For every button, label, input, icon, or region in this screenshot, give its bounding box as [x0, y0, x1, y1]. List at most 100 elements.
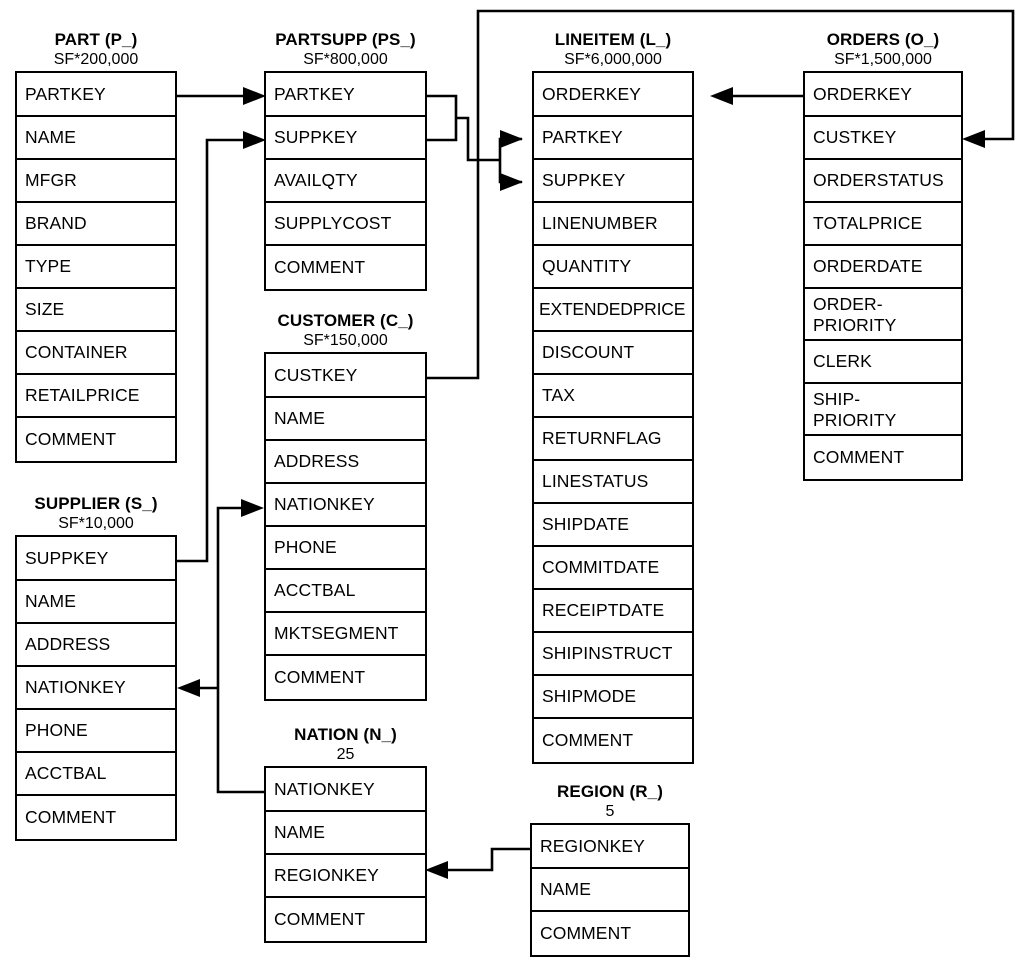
field-part-size: SIZE [17, 289, 175, 332]
field-nation-comment: COMMENT [274, 909, 366, 929]
field-supplier-phone: PHONE [17, 710, 175, 753]
field-part-partkey: PARTKEY [17, 73, 175, 117]
field-orders-comment: COMMENT [813, 447, 905, 467]
field-lineitem-partkey: PARTKEY [534, 117, 692, 160]
field-orders-clerk: CLERK [805, 341, 961, 384]
entity-orders-title: ORDERS (O_) [826, 30, 940, 49]
field-customer-custkey: CUSTKEY [266, 354, 425, 398]
field-lineitem-returnflag: RETURNFLAG [534, 418, 692, 461]
connector-part-to-partsupp [177, 87, 266, 105]
field-orders-orderkey: ORDERKEY [805, 73, 961, 117]
entity-lineitem-cardinality: SF*6,000,000 [564, 51, 662, 68]
field-part-type: TYPE [17, 246, 175, 289]
field-orders-order-priority: ORDER- PRIORITY [805, 289, 961, 341]
field-part-container: CONTAINER [17, 332, 175, 375]
field-customer-address: ADDRESS [266, 441, 425, 484]
field-supplier-nationkey: NATIONKEY [17, 667, 175, 710]
entity-lineitem-title: LINEITEM (L_) [554, 30, 672, 49]
field-lineitem-quantity: QUANTITY [534, 246, 692, 289]
entity-customer-cardinality: SF*150,000 [303, 332, 388, 349]
connector-nation-to-supplier [177, 679, 218, 697]
field-orders-totalprice: TOTALPRICE [805, 203, 961, 246]
field-orders-custkey: CUSTKEY [805, 117, 961, 160]
entity-customer-title: CUSTOMER (C_) [277, 311, 414, 330]
entity-region-title: REGION (R_) [557, 782, 663, 801]
field-nation-regionkey: REGIONKEY [266, 855, 425, 898]
field-lineitem-shipmode: SHIPMODE [534, 676, 692, 719]
field-orders-orderdate: ORDERDATE [805, 246, 961, 289]
field-supplier-name: NAME [17, 581, 175, 624]
entity-lineitem: LINEITEM (L_) SF*6,000,000 ORDERKEY PART… [532, 30, 694, 764]
field-supplier-suppkey: SUPPKEY [17, 537, 175, 581]
field-supplier-acctbal: ACCTBAL [17, 753, 175, 796]
field-part-retailprice: RETAILPRICE [17, 375, 175, 418]
field-partsupp-partkey: PARTKEY [266, 73, 425, 117]
field-partsupp-supplycost: SUPPLYCOST [266, 203, 425, 246]
field-orders-ship-priority-line1: SHIP- [813, 389, 861, 409]
connector-supplier-to-partsupp [177, 131, 266, 563]
field-part-brand: BRAND [17, 203, 175, 246]
field-lineitem-linestatus: LINESTATUS [534, 461, 692, 504]
field-lineitem-orderkey: ORDERKEY [534, 73, 692, 117]
field-partsupp-suppkey: SUPPKEY [266, 117, 425, 160]
field-nation-name: NAME [266, 812, 425, 855]
entity-part: PART (P_) SF*200,000 PARTKEY NAME MFGR B… [15, 30, 177, 463]
field-nation-nationkey: NATIONKEY [266, 768, 425, 812]
field-customer-mktsegment: MKTSEGMENT [266, 613, 425, 656]
field-partsupp-comment: COMMENT [274, 257, 366, 277]
field-lineitem-extendedprice: EXTENDEDPRICE [534, 289, 692, 332]
field-supplier-comment: COMMENT [25, 807, 117, 827]
field-supplier-address: ADDRESS [17, 624, 175, 667]
field-lineitem-tax: TAX [534, 375, 692, 418]
entity-part-cardinality: SF*200,000 [53, 51, 139, 68]
field-orders-order-priority-line2: PRIORITY [813, 315, 897, 335]
connector-nation-to-customer [216, 499, 264, 794]
field-part-mfgr: MFGR [17, 160, 175, 203]
field-orders-order-priority-line1: ORDER- [813, 294, 883, 314]
entity-orders-box: ORDERKEY CUSTKEY ORDERSTATUS TOTALPRICE … [803, 71, 963, 481]
entity-part-title: PART (P_) [54, 30, 138, 49]
field-lineitem-linenumber: LINENUMBER [534, 203, 692, 246]
connector-partsupp-to-lineitem [427, 94, 523, 191]
field-lineitem-shipdate: SHIPDATE [534, 504, 692, 547]
entity-supplier-cardinality: SF*10,000 [58, 515, 134, 532]
field-lineitem-commitdate: COMMITDATE [534, 547, 692, 590]
field-customer-nationkey: NATIONKEY [266, 484, 425, 527]
entity-nation-title: NATION (N_) [294, 725, 397, 744]
entity-supplier-title: SUPPLIER (S_) [34, 494, 158, 513]
entity-lineitem-box: ORDERKEY PARTKEY SUPPKEY LINENUMBER QUAN… [532, 71, 694, 764]
entity-region: REGION (R_) 5 REGIONKEY NAME COMMENT [530, 782, 690, 957]
entity-customer: CUSTOMER (C_) SF*150,000 CUSTKEY NAME AD… [264, 311, 427, 701]
field-part-comment: COMMENT [25, 429, 117, 449]
connector-orders-to-lineitem [710, 87, 803, 105]
field-orders-ship-priority: SHIP- PRIORITY [805, 384, 961, 436]
field-region-name: NAME [532, 869, 688, 912]
entity-region-box: REGIONKEY NAME COMMENT [530, 823, 690, 957]
entity-nation-cardinality: 25 [336, 746, 355, 763]
field-partsupp-availqty: AVAILQTY [266, 160, 425, 203]
entity-orders-cardinality: SF*1,500,000 [834, 51, 932, 68]
field-customer-name: NAME [266, 398, 425, 441]
entity-partsupp-box: PARTKEY SUPPKEY AVAILQTY SUPPLYCOST COMM… [264, 71, 427, 291]
connector-region-to-nation [425, 847, 530, 879]
field-lineitem-shipinstruct: SHIPINSTRUCT [534, 633, 692, 676]
entity-part-box: PARTKEY NAME MFGR BRAND TYPE SIZE CONTAI… [15, 71, 177, 463]
field-customer-acctbal: ACCTBAL [266, 570, 425, 613]
entity-nation: NATION (N_) 25 NATIONKEY NAME REGIONKEY … [264, 725, 427, 943]
entity-customer-box: CUSTKEY NAME ADDRESS NATIONKEY PHONE ACC… [264, 352, 427, 701]
entity-partsupp: PARTSUPP (PS_) SF*800,000 PARTKEY SUPPKE… [264, 30, 427, 291]
field-part-name: NAME [17, 117, 175, 160]
field-customer-phone: PHONE [266, 527, 425, 570]
entity-region-cardinality: 5 [605, 803, 615, 820]
entity-partsupp-cardinality: SF*800,000 [303, 51, 388, 68]
field-region-comment: COMMENT [540, 923, 632, 943]
field-lineitem-receiptdate: RECEIPTDATE [534, 590, 692, 633]
entity-nation-box: NATIONKEY NAME REGIONKEY COMMENT [264, 766, 427, 943]
entity-orders: ORDERS (O_) SF*1,500,000 ORDERKEY CUSTKE… [803, 30, 963, 481]
field-customer-comment: COMMENT [274, 667, 366, 687]
field-lineitem-comment: COMMENT [542, 730, 634, 750]
entity-supplier-box: SUPPKEY NAME ADDRESS NATIONKEY PHONE ACC… [15, 535, 177, 841]
field-region-regionkey: REGIONKEY [532, 825, 688, 869]
field-orders-orderstatus: ORDERSTATUS [805, 160, 961, 203]
